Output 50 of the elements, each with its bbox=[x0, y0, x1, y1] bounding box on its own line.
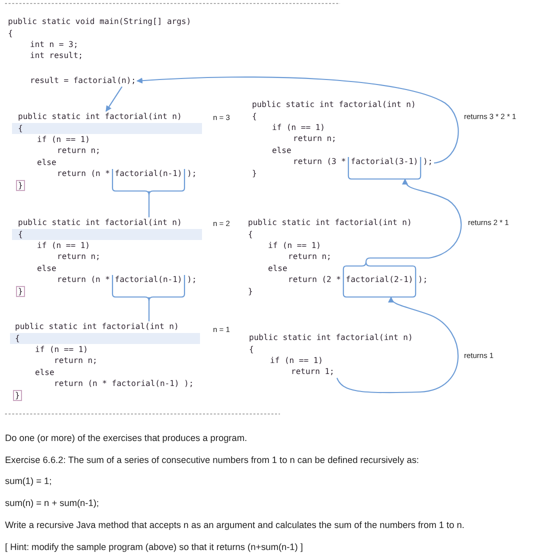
code-line: int result; bbox=[30, 50, 83, 62]
code-line: else bbox=[268, 262, 288, 274]
code-line: result = factorial(n); bbox=[30, 75, 136, 87]
code-line: { bbox=[8, 28, 13, 40]
code-line: if (n == 1) bbox=[35, 344, 88, 356]
code-line: else bbox=[272, 144, 292, 156]
code-line: else bbox=[37, 262, 56, 274]
code-line: return n; bbox=[293, 133, 336, 145]
code-line: if (n == 1) bbox=[268, 240, 321, 252]
paragraph: Do one (or more) of the exercises that produces a program. bbox=[5, 433, 248, 443]
paragraph: Exercise 6.6.2: The sum of a series of consecutive numbers from 1 to n can be defined recursively as: bbox=[5, 455, 419, 465]
code-line: return (2 * factorial(2-1) ); bbox=[288, 274, 428, 286]
code-line: public static int factorial(int n) bbox=[252, 99, 416, 111]
connector-line bbox=[148, 191, 150, 218]
code-line: { bbox=[248, 228, 253, 240]
code-line: public static int factorial(int n) bbox=[248, 217, 412, 229]
code-line: } bbox=[252, 168, 257, 180]
code-line: return (n * factorial(n-1) ); bbox=[57, 274, 197, 286]
arrow bbox=[402, 178, 462, 259]
code-line: public static int factorial(int n) bbox=[249, 332, 413, 344]
code-line: public static int factorial(int n) bbox=[18, 217, 182, 229]
paragraph: Write a recursive Java method that accepts n as an argument and calculates the sum of the numbers from 1 to n. bbox=[5, 520, 464, 530]
code-line: return (n * factorial(n-1) ); bbox=[57, 168, 197, 180]
code-line: return n; bbox=[57, 145, 100, 157]
code-line: public static int factorial(int n) bbox=[18, 111, 182, 123]
code-line: if (n == 1) bbox=[37, 240, 90, 252]
code-line: return n; bbox=[57, 251, 100, 263]
code-line: return (3 * factorial(3-1) ); bbox=[293, 156, 433, 168]
code-line: return n; bbox=[54, 355, 98, 367]
code-line: if (n == 1) bbox=[37, 134, 90, 146]
code-line: { bbox=[249, 344, 254, 356]
code-line: public static int factorial(int n) bbox=[15, 321, 179, 333]
code-line: if (n == 1) bbox=[272, 122, 325, 134]
code-line: return 1; bbox=[291, 366, 334, 378]
code-line: return (n * factorial(n-1) ); bbox=[54, 378, 194, 390]
code-line: { bbox=[252, 110, 257, 122]
paragraph: [ Hint: modify the sample program (above) so that it returns (n+sum(n-1) ] bbox=[5, 542, 303, 552]
arrow bbox=[336, 296, 458, 394]
code-line: public static void main(String[] args) bbox=[8, 16, 192, 28]
code-line: return n; bbox=[288, 251, 332, 263]
code-line: } bbox=[248, 286, 253, 298]
paragraph: sum(n) = n + sum(n-1); bbox=[5, 498, 99, 508]
arrow bbox=[136, 76, 459, 164]
code-line: if (n == 1) bbox=[270, 355, 323, 366]
arrow bbox=[106, 86, 122, 112]
code-line: else bbox=[35, 366, 54, 378]
code-line: int n = 3; bbox=[30, 39, 78, 50]
connector-line bbox=[148, 297, 150, 322]
paragraph: sum(1) = 1; bbox=[5, 476, 52, 486]
code-line: else bbox=[37, 156, 56, 168]
